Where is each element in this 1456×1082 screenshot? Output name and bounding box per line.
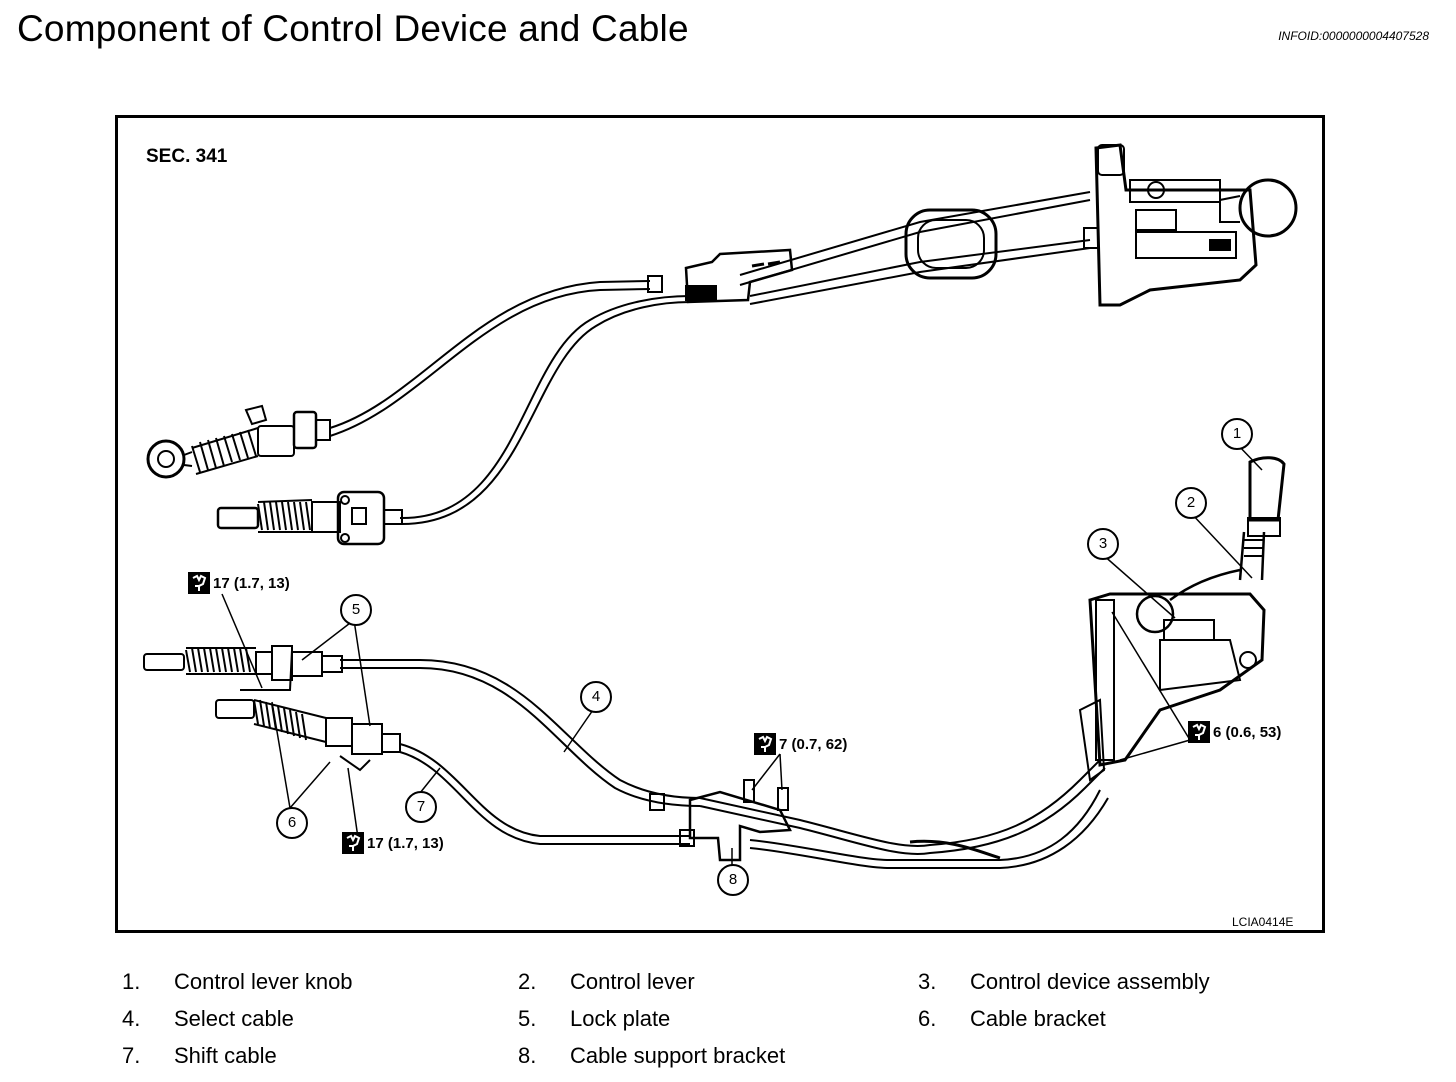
torque-label: 17 (1.7, 13) (213, 574, 290, 592)
legend-number: 4. (122, 1006, 141, 1031)
legend-number: 6. (918, 1006, 937, 1031)
legend-number: 8. (518, 1043, 537, 1068)
torque-wrench-icon (1188, 721, 1210, 743)
top-assembly (146, 143, 1298, 546)
legend-label: Cable bracket (970, 1006, 1106, 1031)
callout-6: 6 (276, 807, 308, 839)
legend-item: 6. Cable bracket (918, 1006, 1106, 1032)
legend-item: 7. Shift cable (122, 1043, 277, 1069)
legend-item: 1. Control lever knob (122, 969, 353, 995)
callout-4: 4 (580, 681, 612, 713)
torque-label: 6 (0.6, 53) (1213, 723, 1282, 741)
legend-number: 2. (518, 969, 537, 994)
leader-lines (221, 442, 1263, 866)
legend-number: 3. (918, 969, 937, 994)
legend-item: 3. Control device assembly (918, 969, 1210, 995)
legend-item: 2. Control lever (518, 969, 695, 995)
torque-wrench-icon (754, 733, 776, 755)
callout-2: 2 (1175, 487, 1207, 519)
legend-label: Control device assembly (970, 969, 1210, 994)
legend-item: 5. Lock plate (518, 1006, 670, 1032)
legend-number: 5. (518, 1006, 537, 1031)
torque-wrench-icon (188, 572, 210, 594)
legend-item: 4. Select cable (122, 1006, 294, 1032)
callout-8: 8 (717, 864, 749, 896)
diagram-frame (115, 115, 1325, 933)
legend-number: 1. (122, 969, 141, 994)
legend-item: 8. Cable support bracket (518, 1043, 785, 1069)
legend-label: Select cable (174, 1006, 294, 1031)
legend-number: 7. (122, 1043, 141, 1068)
bottom-assembly (143, 456, 1286, 869)
torque-spec-4: 6 (0.6, 53) (1188, 721, 1281, 743)
callout-7: 7 (405, 791, 437, 823)
info-id: INFOID:0000000004407528 (1278, 29, 1429, 43)
page-title: Component of Control Device and Cable (17, 8, 689, 49)
torque-label: 17 (1.7, 13) (367, 834, 444, 852)
torque-label: 7 (0.7, 62) (779, 735, 848, 753)
legend-label: Control lever (570, 969, 695, 994)
legend-label: Control lever knob (174, 969, 353, 994)
callout-5: 5 (340, 594, 372, 626)
torque-spec-2: 17 (1.7, 13) (342, 832, 444, 854)
callout-1: 1 (1221, 418, 1253, 450)
legend-label: Lock plate (570, 1006, 671, 1031)
legend-label: Cable support bracket (570, 1043, 786, 1068)
section-label: SEC. 341 (146, 146, 228, 167)
figure-id: LCIA0414E (1232, 915, 1294, 929)
callout-3: 3 (1087, 528, 1119, 560)
legend-label: Shift cable (174, 1043, 277, 1068)
torque-spec-3: 7 (0.7, 62) (754, 733, 847, 755)
torque-wrench-icon (342, 832, 364, 854)
torque-spec-1: 17 (1.7, 13) (188, 572, 290, 594)
